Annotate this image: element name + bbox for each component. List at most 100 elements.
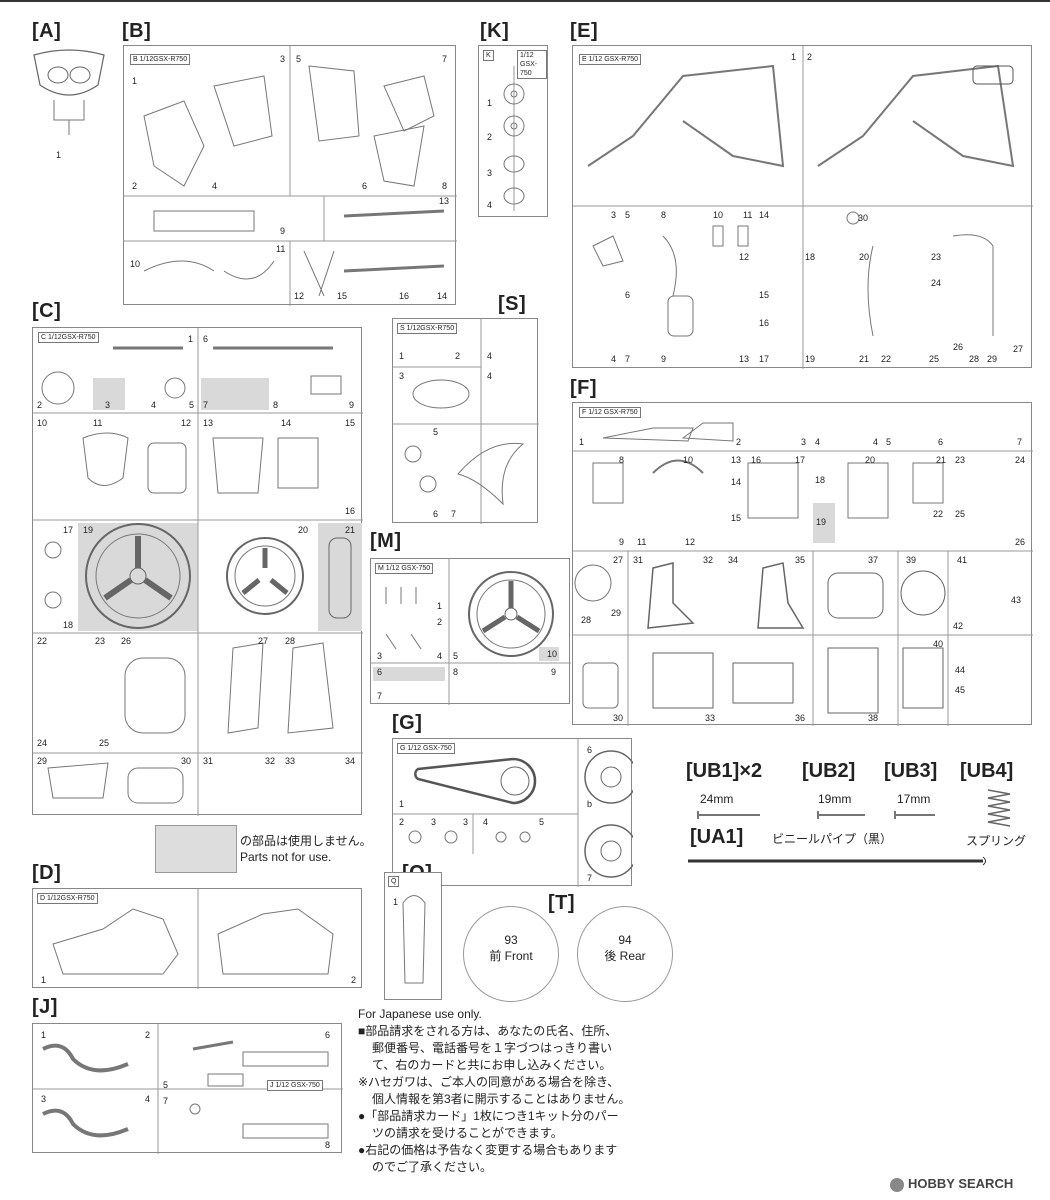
sprue-s: S 1/12GSX-R750 1 2 4 3 4 5 6 7 — [392, 318, 539, 524]
num-e1: 1 — [791, 52, 797, 62]
hobby-search-text: HOBBY SEARCH — [908, 1176, 1014, 1191]
num-m10: 10 — [547, 649, 558, 659]
num-e17: 17 — [759, 354, 770, 364]
num-e9: 9 — [661, 354, 667, 364]
num-f27: 27 — [613, 555, 624, 565]
num-f28: 28 — [581, 615, 592, 625]
not-used-m10 — [539, 647, 559, 661]
num-b7: 7 — [442, 54, 448, 64]
num-f19: 19 — [816, 517, 827, 527]
num-e4: 4 — [611, 354, 617, 364]
num-c20: 20 — [298, 525, 309, 535]
num-m9: 9 — [551, 667, 557, 677]
num-a1: 1 — [56, 150, 62, 160]
num-b11: 11 — [276, 244, 286, 254]
hobby-search-icon — [890, 1177, 904, 1192]
sprue-k-letter: K — [483, 50, 494, 61]
sprue-c-tag: C 1/12GSX-R750 — [38, 332, 99, 343]
sprue-m-tag: M 1/12 GSX-750 — [375, 563, 434, 574]
num-c6: 6 — [203, 334, 209, 344]
tire-rear-num: 94 — [618, 933, 632, 947]
sprue-m: M 1/12 GSX-750 1 2 3 4 5 6 7 8 9 10 — [370, 558, 571, 705]
num-g3a: 3 — [431, 817, 437, 827]
num-f44: 44 — [955, 665, 966, 675]
note-line-6: ●「部品請求カード」1枚につき1キット分のパー — [358, 1109, 619, 1123]
num-c22: 22 — [37, 636, 48, 646]
num-c8: 8 — [273, 400, 279, 410]
num-b1: 1 — [132, 76, 138, 86]
ub2-length: 19mm — [818, 792, 852, 806]
legend-jp: の部品は使用しません。 — [240, 834, 372, 848]
num-c13: 13 — [203, 418, 214, 428]
label-c: [C] — [32, 300, 62, 322]
note-line-2: 郵便番号、電話番号を１字づつはっきり書い — [372, 1041, 613, 1055]
label-a: [A] — [32, 20, 62, 42]
label-ub3: [UB3] — [884, 760, 938, 782]
num-e21: 21 — [859, 354, 870, 364]
num-f20: 20 — [865, 455, 876, 465]
num-f21: 21 — [936, 455, 947, 465]
num-j1: 1 — [41, 1030, 47, 1040]
part-a1-cowl — [33, 49, 105, 135]
num-c3: 3 — [105, 400, 111, 410]
num-m7: 7 — [377, 691, 383, 701]
tire-rear: 94 後 Rear — [577, 906, 673, 1002]
num-g3b: 3 — [463, 817, 469, 827]
num-b9: 9 — [280, 226, 286, 236]
num-f14: 14 — [731, 477, 742, 487]
not-used-c21 — [318, 523, 362, 631]
num-m4: 4 — [437, 651, 443, 661]
num-b12: 12 — [294, 291, 305, 301]
label-d: [D] — [32, 862, 62, 884]
num-e26: 26 — [953, 342, 964, 352]
num-c26: 26 — [121, 636, 132, 646]
num-g1: 1 — [399, 799, 405, 809]
num-f38: 38 — [868, 713, 879, 723]
num-c9: 9 — [349, 400, 355, 410]
num-f35: 35 — [795, 555, 806, 565]
num-gb: b — [587, 799, 593, 809]
ub3-length: 17mm — [897, 792, 931, 806]
num-f36: 36 — [795, 713, 806, 723]
note-line-8: ●右記の価格は予告なく変更する場合もあります — [358, 1143, 618, 1157]
num-f18: 18 — [815, 475, 826, 485]
num-f45: 45 — [955, 685, 966, 695]
spring-label: スプリング — [966, 834, 1027, 848]
num-f42: 42 — [953, 621, 964, 631]
num-k4: 4 — [487, 200, 493, 210]
num-e23: 23 — [931, 252, 942, 262]
num-m2: 2 — [437, 617, 443, 627]
num-j6: 6 — [325, 1030, 331, 1040]
num-j7: 7 — [163, 1096, 169, 1106]
num-f16: 16 — [751, 455, 762, 465]
num-c4: 4 — [151, 400, 157, 410]
num-b2: 2 — [132, 181, 138, 191]
num-c7: 7 — [203, 400, 209, 410]
num-b13: 13 — [439, 196, 450, 206]
num-c27: 27 — [258, 636, 269, 646]
num-c25: 25 — [99, 738, 110, 748]
num-k3: 3 — [487, 168, 493, 178]
num-s4a: 4 — [487, 351, 493, 361]
spring-icon — [987, 789, 1011, 827]
num-m3: 3 — [377, 651, 383, 661]
num-e28: 28 — [969, 354, 980, 364]
num-f39: 39 — [906, 555, 917, 565]
note-line-3: て、右のカードと共にお申し込みください。 — [372, 1058, 612, 1072]
vinyl-pipe — [688, 856, 986, 866]
num-e27: 27 — [1013, 344, 1024, 354]
note-line-5: 個人情報を第3者に開示することはありません。 — [372, 1092, 631, 1106]
num-f7: 7 — [1017, 437, 1023, 447]
sprue-f-tag: F 1/12 GSX-R750 — [579, 407, 641, 418]
num-e30: 30 — [858, 213, 869, 223]
not-used-f19 — [813, 503, 835, 543]
num-j4: 4 — [145, 1094, 151, 1104]
label-s: [S] — [498, 293, 527, 315]
num-c15: 15 — [345, 418, 356, 428]
num-c30: 30 — [181, 756, 192, 766]
num-c34: 34 — [345, 756, 356, 766]
num-f43: 43 — [1011, 595, 1022, 605]
num-c14: 14 — [281, 418, 292, 428]
top-rule — [0, 0, 1050, 2]
sprue-d: D 1/12GSX-R750 1 2 — [32, 888, 362, 989]
